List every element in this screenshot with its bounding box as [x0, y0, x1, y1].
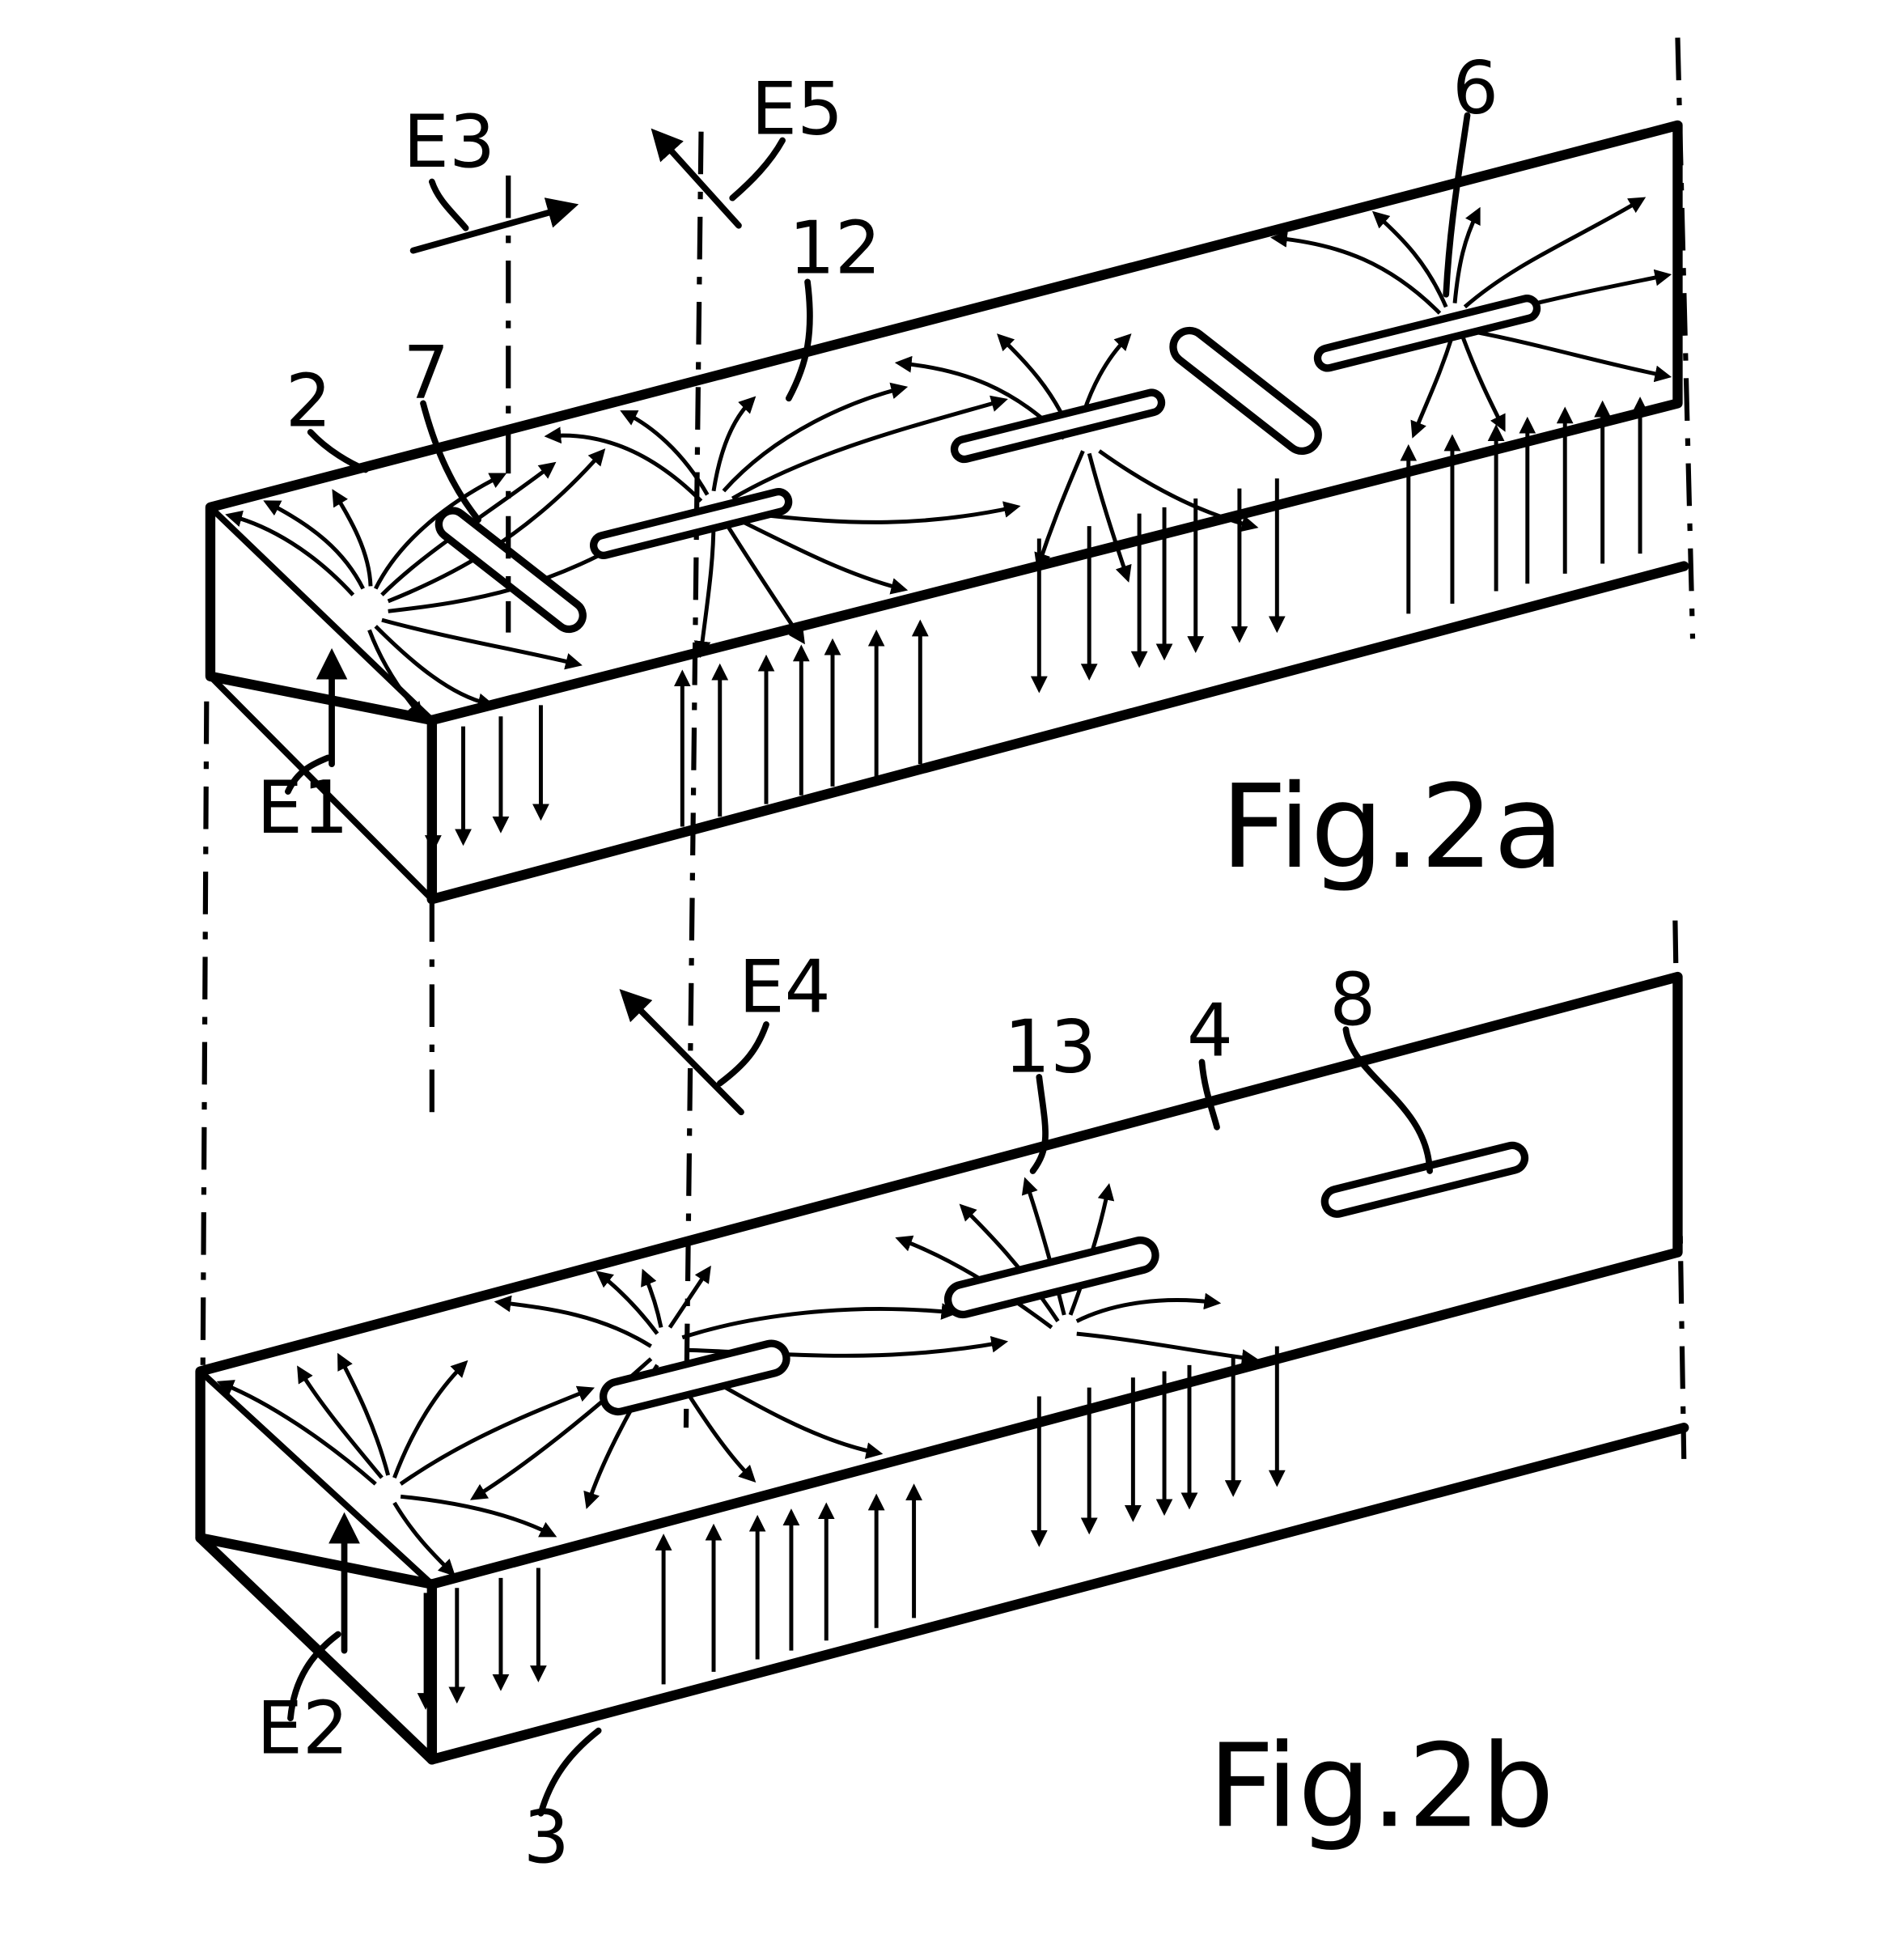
waveguide-2b	[195, 971, 1689, 1765]
slot-8	[1320, 1141, 1529, 1218]
label-e5: E5	[751, 68, 843, 152]
label-2: 2	[286, 359, 332, 443]
slot-6	[1313, 295, 1541, 372]
slot-13	[943, 1236, 1159, 1319]
label-3: 3	[523, 1796, 570, 1880]
slot-7	[434, 507, 587, 634]
e4-arrow	[619, 989, 744, 1116]
caption-fig-2b: Fig.2b	[1208, 1719, 1554, 1853]
e3-arrow	[409, 197, 579, 254]
side-field-lines-2b	[417, 1346, 1286, 1710]
waveguide-2a	[205, 120, 1689, 905]
label-e1: E1	[256, 766, 349, 851]
label-e4: E4	[739, 945, 831, 1029]
caption-fig-2a: Fig.2a	[1221, 760, 1564, 894]
vectors-2a	[316, 128, 742, 767]
leaders-2b	[287, 1021, 1433, 1817]
dash-dot-lines	[200, 37, 1696, 1459]
leaders-2a	[285, 112, 1471, 795]
label-7: 7	[403, 332, 449, 416]
label-12: 12	[789, 207, 881, 291]
label-6: 6	[1452, 46, 1498, 130]
slots-2a	[434, 295, 1541, 634]
slots-2b	[599, 1141, 1529, 1416]
label-e2: E2	[256, 1687, 349, 1771]
vectors-2b	[328, 989, 744, 1654]
side-field-lines-2a	[424, 397, 1649, 852]
e5-arrow	[651, 128, 742, 229]
labels-2a: E3 E5 6 12 2 7 E1 Fig.2a	[256, 46, 1564, 894]
label-4: 4	[1187, 990, 1233, 1074]
label-13: 13	[1004, 1006, 1096, 1090]
label-e3: E3	[403, 100, 495, 185]
labels-2b: E4 8 13 4 E2 3 Fig.2b	[256, 945, 1554, 1880]
label-8: 8	[1329, 958, 1375, 1042]
